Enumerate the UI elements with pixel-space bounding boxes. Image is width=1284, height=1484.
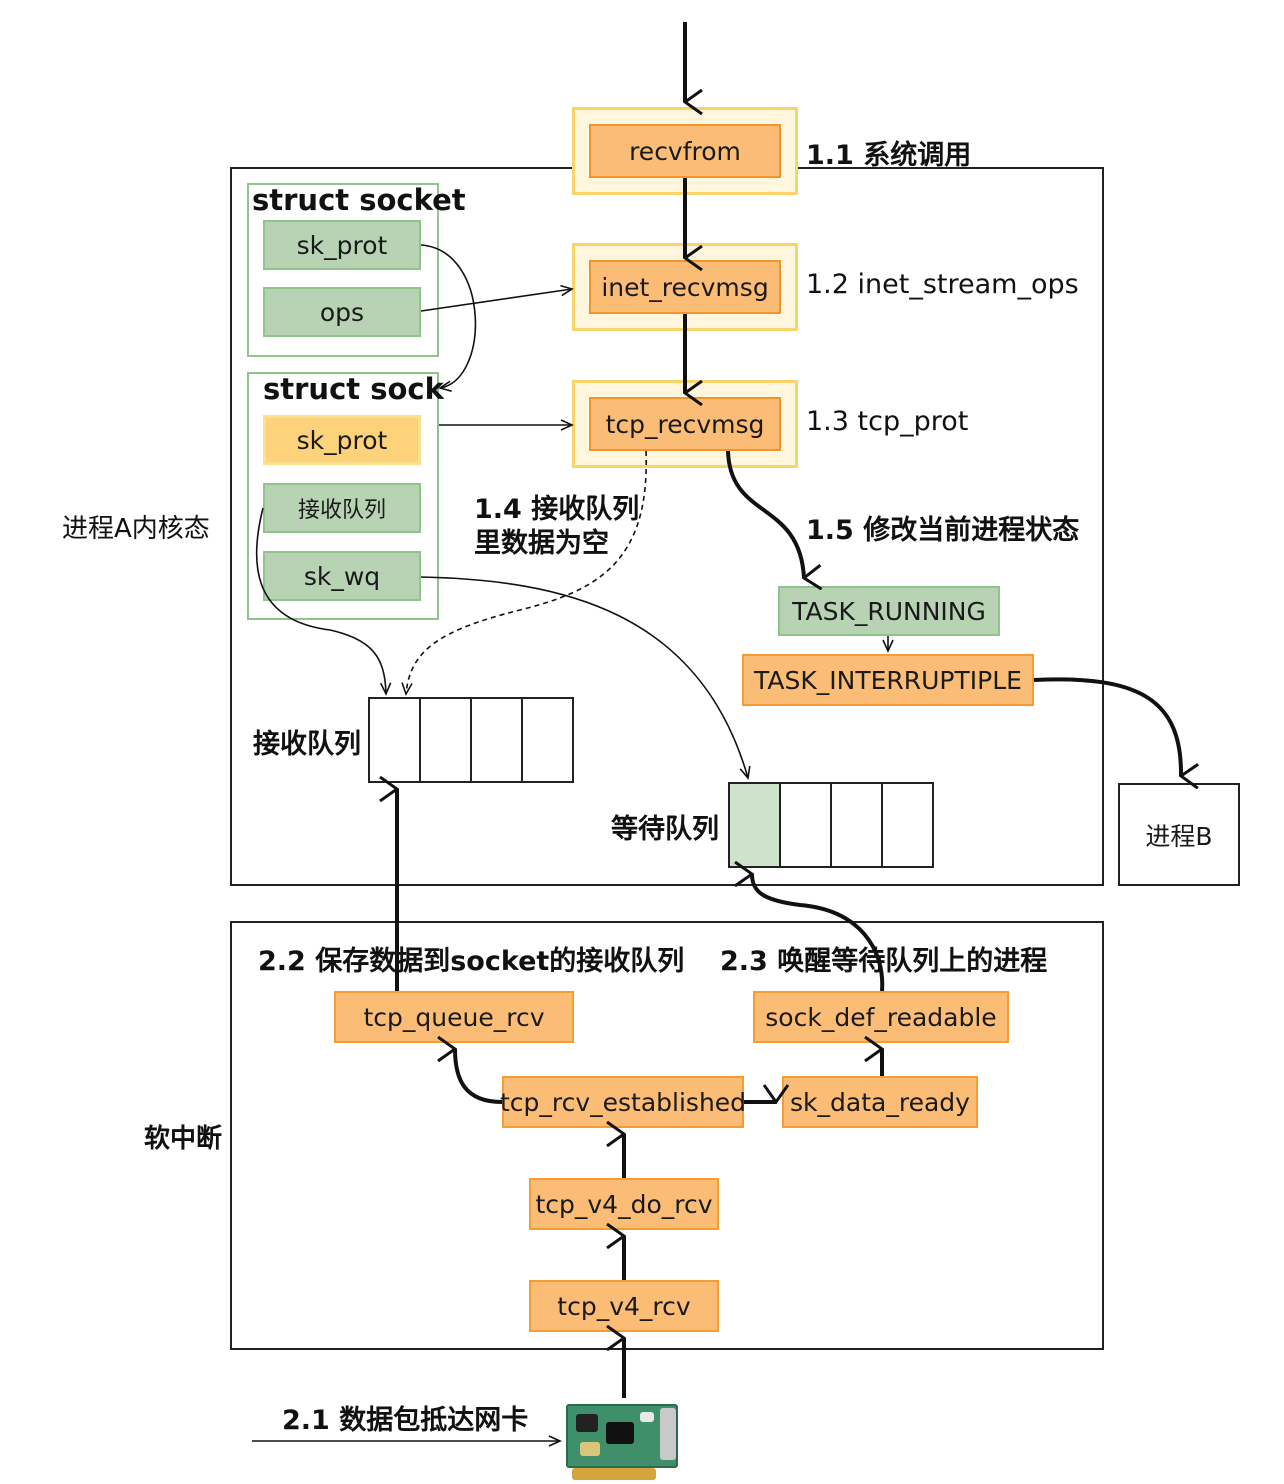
- recv-queue-cell: [368, 697, 421, 783]
- wait-queue-cell-occupied: [728, 782, 781, 868]
- label-inet-stream-ops: 1.2 inet_stream_ops: [806, 269, 1079, 300]
- arrow-recv-field-to-queue: [255, 507, 392, 696]
- socket-field-ops[interactable]: ops: [263, 287, 421, 337]
- tcp-v4-rcv-node[interactable]: tcp_v4_rcv: [529, 1280, 719, 1332]
- label-softirq: 软中断: [144, 1124, 223, 1154]
- arrow-to-process-b: [1033, 677, 1181, 776]
- state-task-running[interactable]: TASK_RUNNING: [778, 586, 1000, 636]
- arrow-skwq-to-wait-queue: [420, 576, 751, 780]
- sock-field-sk-wq[interactable]: sk_wq: [263, 551, 421, 601]
- recv-queue-cell: [470, 697, 523, 783]
- sock-field-recv-queue[interactable]: 接收队列: [263, 483, 421, 533]
- state-task-interruptible[interactable]: TASK_INTERRUPTIPLE: [742, 654, 1034, 706]
- arrow-ops-to-inet: [420, 284, 574, 312]
- arrow-readable-to-wait-queue: [752, 874, 885, 992]
- socket-field-sk-prot[interactable]: sk_prot: [263, 220, 421, 270]
- wait-queue-cell: [881, 782, 934, 868]
- label-packet-arrives: 2.1 数据包抵达网卡: [282, 1405, 529, 1436]
- tcp-queue-rcv-node[interactable]: tcp_queue_rcv: [334, 991, 574, 1043]
- network-card-icon: [566, 1398, 682, 1482]
- label-process-a-kernel: 进程A内核态: [62, 514, 210, 544]
- struct-socket-title: struct socket: [252, 183, 466, 217]
- label-queue-empty-2: 里数据为空: [474, 528, 609, 559]
- label-save-to-queue: 2.2 保存数据到socket的接收队列: [258, 946, 685, 977]
- label-wait-queue: 等待队列: [611, 814, 719, 845]
- label-change-state: 1.5 修改当前进程状态: [806, 515, 1080, 546]
- recvfrom-node[interactable]: recvfrom: [589, 124, 781, 178]
- arrow-socket-skprot-to-sock: [420, 244, 477, 392]
- label-syscall: 1.1 系统调用: [806, 140, 972, 171]
- label-wake-waiters: 2.3 唤醒等待队列上的进程: [720, 946, 1048, 977]
- wait-queue-cell: [779, 782, 832, 868]
- arrow-to-task-running: [726, 450, 804, 578]
- softirq-frame: [230, 921, 1104, 1350]
- recv-queue-cell: [419, 697, 472, 783]
- arrow-established-to-queue-rcv: [455, 1049, 503, 1104]
- label-recv-queue: 接收队列: [253, 729, 361, 760]
- label-queue-empty-1: 1.4 接收队列: [474, 494, 640, 525]
- label-tcp-prot: 1.3 tcp_prot: [806, 406, 969, 437]
- sock-field-sk-prot[interactable]: sk_prot: [263, 415, 421, 465]
- recv-queue-cell: [521, 697, 574, 783]
- arrow-empty-queue-check: [401, 450, 647, 696]
- struct-sock-title: struct sock: [263, 372, 444, 406]
- tcp-v4-do-rcv-node[interactable]: tcp_v4_do_rcv: [529, 1178, 719, 1230]
